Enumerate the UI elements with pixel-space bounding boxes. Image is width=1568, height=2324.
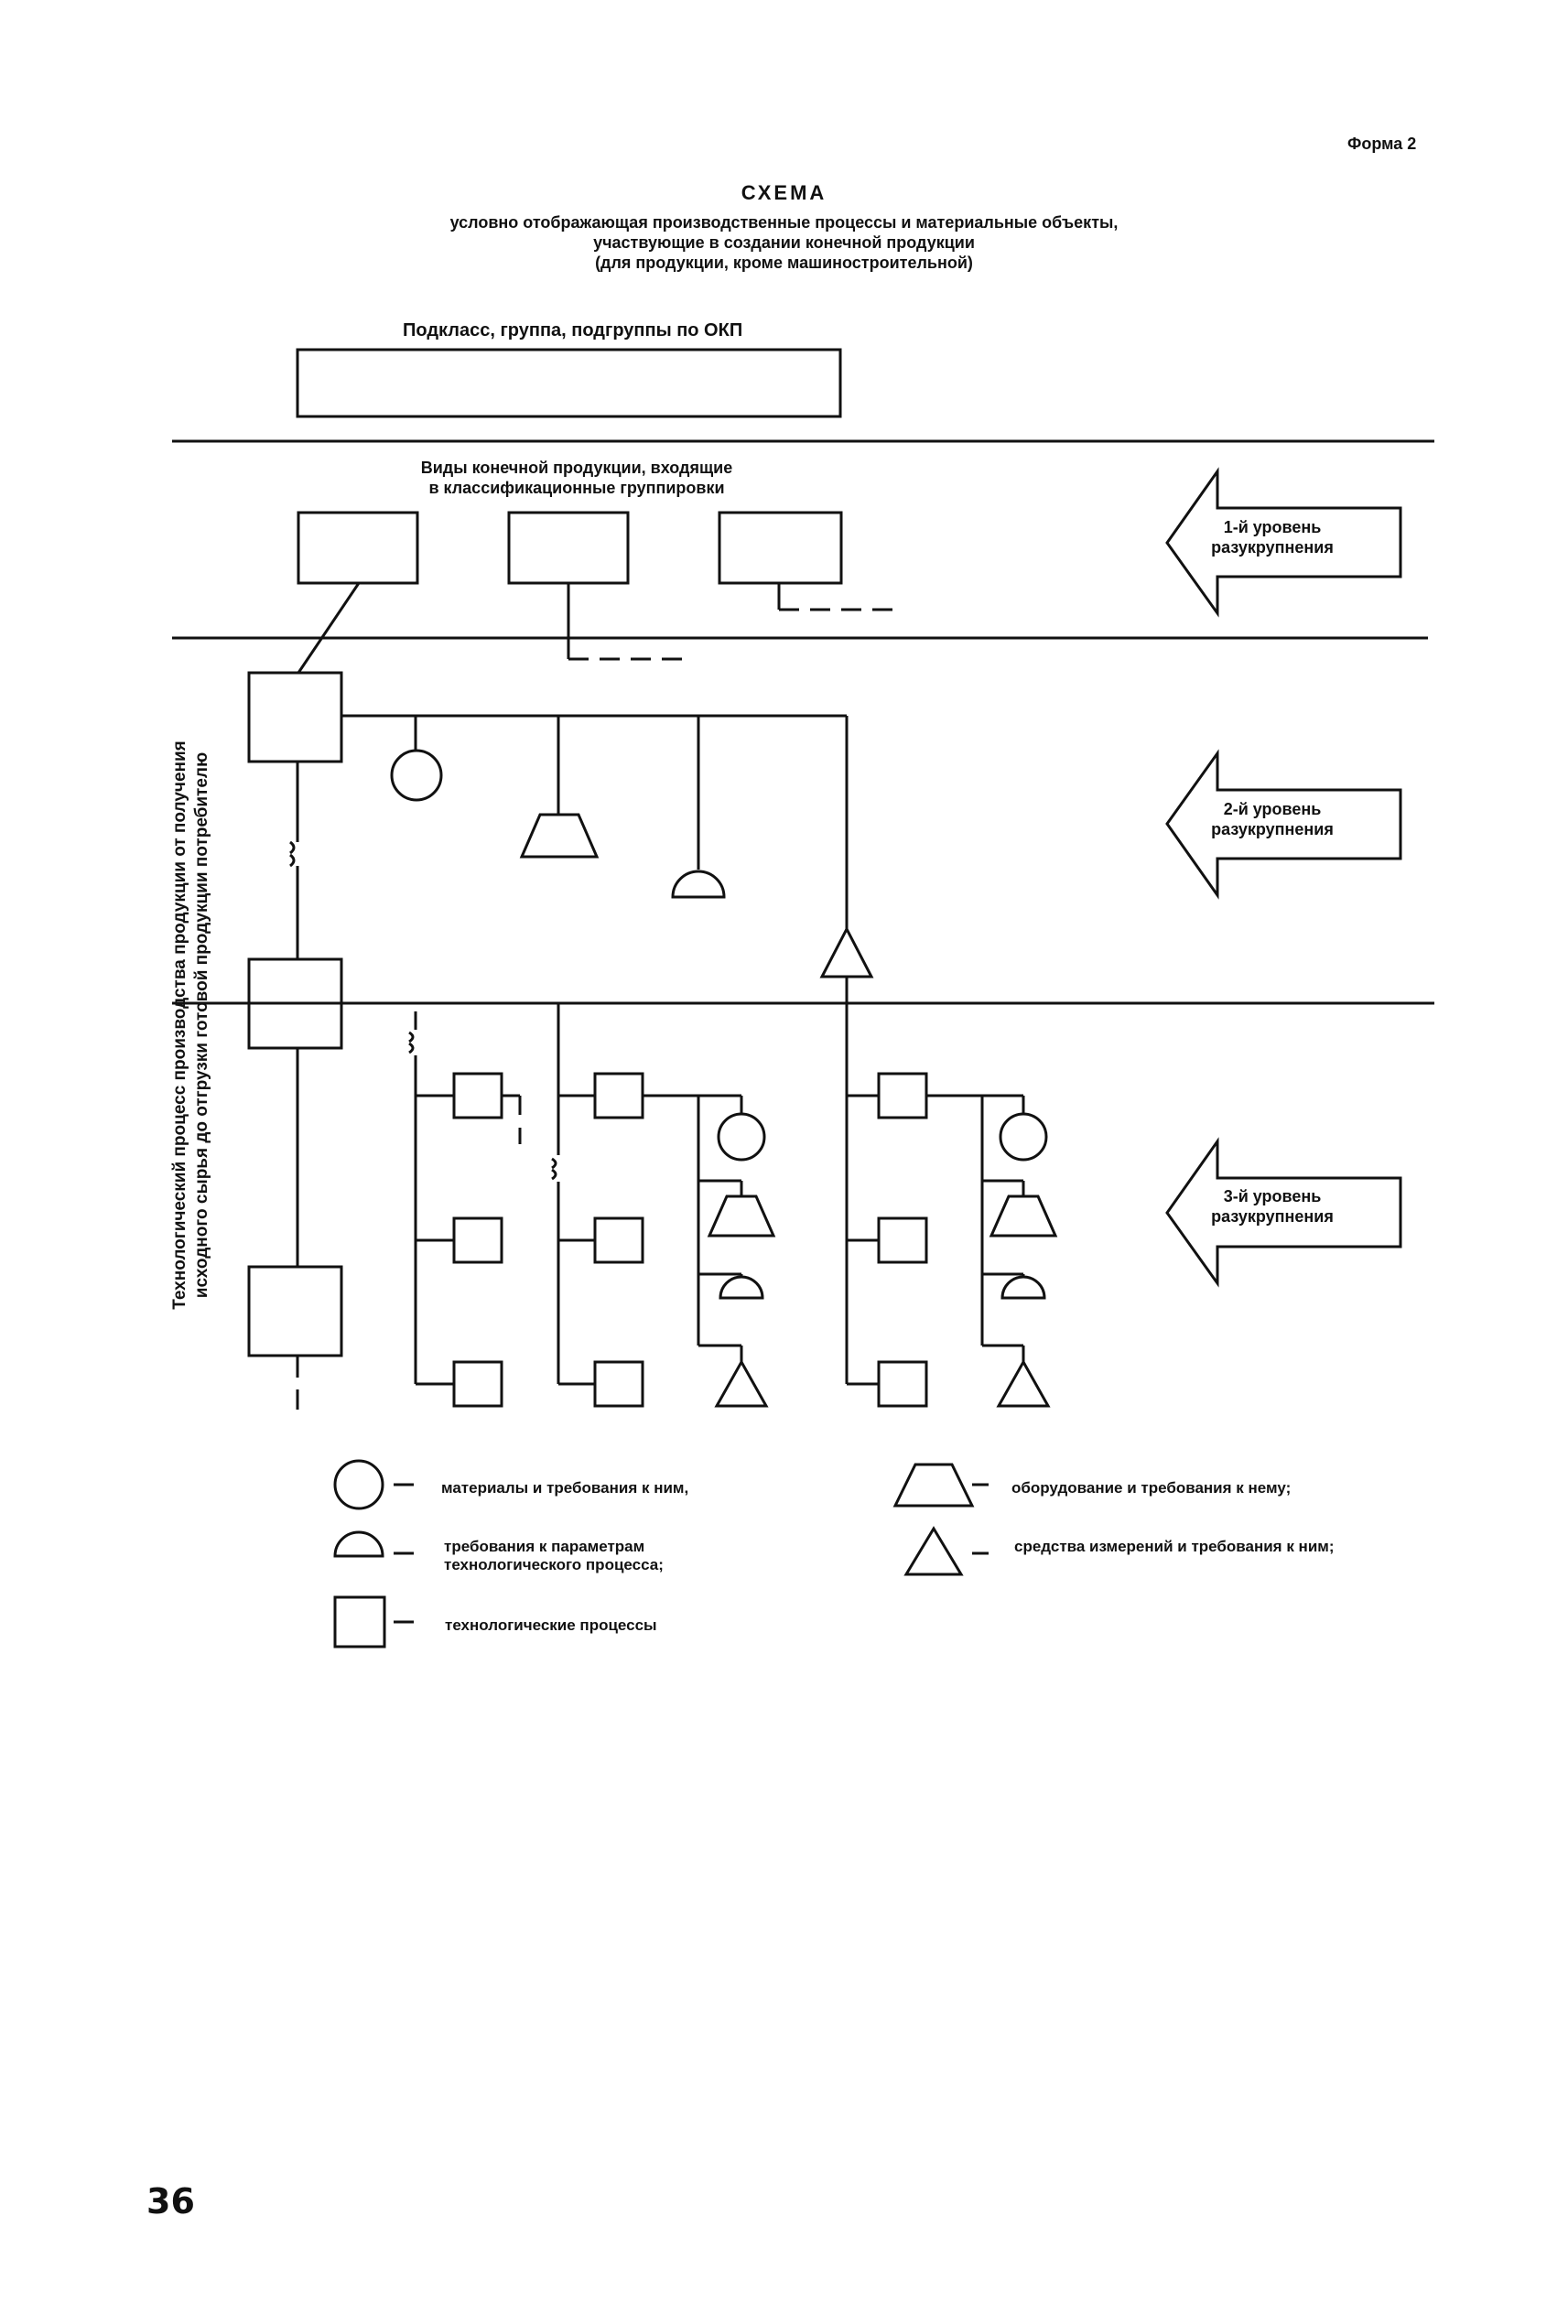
params-semicircle-c <box>1000 1275 1046 1300</box>
equipment-trapezoid-l2 <box>519 813 600 859</box>
material-circle-l2 <box>390 749 443 802</box>
level3-arrow <box>1165 1137 1402 1288</box>
process-box-b1 <box>593 1072 644 1119</box>
measuring-triangle-c <box>996 1358 1051 1408</box>
page-subtitle: условно отображающая производственные пр… <box>449 213 1119 272</box>
legend-square-icon <box>333 1595 386 1648</box>
legend-equipment-text: оборудование и требования к нему; <box>1011 1479 1292 1497</box>
process-box-main-3 <box>247 1265 343 1357</box>
side-process-label: Технологический процесс производства про… <box>170 740 211 1310</box>
legend-processes-text: технологические процессы <box>445 1616 657 1634</box>
process-box-main-1 <box>247 671 343 763</box>
process-box-a3 <box>452 1360 503 1408</box>
measuring-triangle-l2 <box>819 925 874 978</box>
legend-measuring-text: средства измерений и требования к ним; <box>1014 1538 1335 1555</box>
okp-box <box>296 348 842 418</box>
process-box-c3 <box>877 1360 928 1408</box>
legend-semicircle-icon <box>333 1530 384 1558</box>
final-product-box-3 <box>718 511 843 585</box>
page-number: 36 <box>146 2181 195 2221</box>
legend-triangle-icon <box>903 1526 964 1576</box>
form-label: Форма 2 <box>1347 135 1417 153</box>
process-box-a1 <box>452 1072 503 1119</box>
level2-label: 2-й уровень разукрупнения <box>1211 800 1334 838</box>
level1-arrow <box>1165 467 1402 618</box>
final-products-label: Виды конечной продукции, входящие в клас… <box>420 459 733 497</box>
level1-label: 1-й уровень разукрупнения <box>1211 518 1334 557</box>
process-box-a2 <box>452 1216 503 1264</box>
legend-params-text: требования к параметрам технологического… <box>444 1538 664 1573</box>
final-product-box-2 <box>507 511 630 585</box>
page-title: СХЕМА <box>741 181 827 204</box>
legend-circle-icon <box>333 1459 384 1510</box>
material-circle-c <box>999 1112 1048 1162</box>
level2-arrow <box>1165 749 1402 900</box>
legend-trapezoid-icon <box>892 1463 975 1508</box>
material-circle-b <box>717 1112 766 1162</box>
final-product-box-1 <box>297 511 419 585</box>
process-box-b2 <box>593 1216 644 1264</box>
legend-materials-text: материалы и требования к ним, <box>441 1479 689 1497</box>
measuring-triangle-b <box>714 1358 769 1408</box>
equipment-trapezoid-b <box>707 1194 776 1238</box>
level3-label: 3-й уровень разукрупнения <box>1211 1187 1334 1226</box>
process-box-c2 <box>877 1216 928 1264</box>
process-box-b3 <box>593 1360 644 1408</box>
params-semicircle-l2 <box>671 870 726 899</box>
params-semicircle-b <box>719 1275 764 1300</box>
process-box-c1 <box>877 1072 928 1119</box>
equipment-trapezoid-c <box>989 1194 1058 1238</box>
okp-label: Подкласс, группа, подгруппы по ОКП <box>403 320 743 340</box>
